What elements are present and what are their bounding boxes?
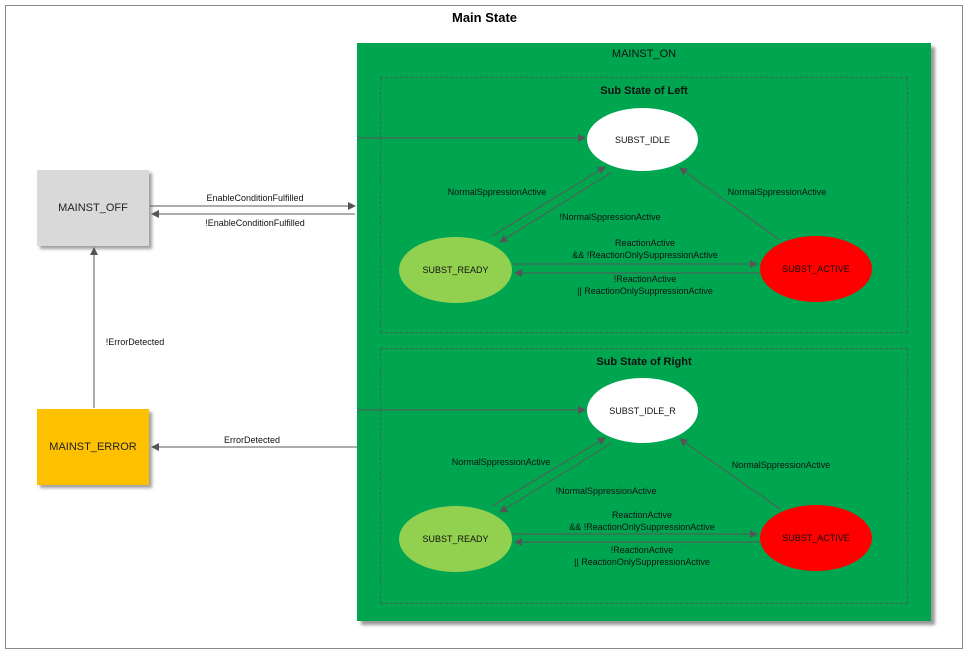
- right-region-title: Sub State of Right: [596, 356, 692, 368]
- arrow-right-active-to-idle: [679, 438, 781, 510]
- arrow-right-ready-to-idle: [491, 437, 606, 507]
- left-label-active-to-ready-1: !ReactionActive: [613, 274, 677, 284]
- right-label-ready-to-active-2: && !ReactionOnlySuppressionActive: [569, 522, 715, 532]
- diagram-title: Main State: [451, 10, 517, 25]
- right-label-idle-to-ready: !NormalSppressionActive: [555, 486, 657, 496]
- left-label-ready-to-active-1: ReactionActive: [614, 238, 676, 248]
- right-label-ready-to-active-1: ReactionActive: [611, 510, 673, 520]
- right-substate-region: Sub State of Right: [380, 348, 908, 604]
- left-ready-label: SUBST_READY: [422, 265, 489, 275]
- right-ready-label: SUBST_READY: [422, 534, 489, 544]
- left-active-label: SUBST_ACTIVE: [782, 264, 850, 274]
- left-ready-state: SUBST_READY: [399, 237, 512, 303]
- mainst-error-state: MAINST_ERROR: [37, 409, 149, 485]
- right-idle-state: SUBST_IDLE_R: [587, 378, 698, 443]
- arrow-left-active-to-idle: [679, 167, 781, 241]
- arrow-right-idle-to-ready: [499, 442, 613, 513]
- mainst-error-label: MAINST_ERROR: [49, 441, 137, 453]
- left-label-ready-to-active-2: && !ReactionOnlySuppressionActive: [572, 250, 718, 260]
- left-idle-state: SUBST_IDLE: [587, 108, 698, 171]
- left-active-state: SUBST_ACTIVE: [760, 236, 872, 302]
- label-off-to-on: EnableConditionFulfilled: [206, 193, 304, 203]
- right-idle-label: SUBST_IDLE_R: [609, 405, 676, 416]
- label-error-to-off: !ErrorDetected: [105, 337, 165, 347]
- main-on-label: MAINST_ON: [611, 48, 677, 60]
- left-idle-label: SUBST_IDLE: [614, 134, 671, 145]
- left-region-title: Sub State of Left: [600, 85, 688, 97]
- diagram-frame: [5, 5, 963, 649]
- right-active-label: SUBST_ACTIVE: [782, 533, 850, 543]
- right-label-active-to-ready-2: || ReactionOnlySuppressionActive: [574, 557, 710, 567]
- left-label-idle-to-ready: !NormalSppressionActive: [559, 212, 661, 222]
- label-on-to-off: !EnableConditionFulfilled: [205, 218, 305, 228]
- mainst-off-state: MAINST_OFF: [37, 170, 149, 246]
- arrow-left-ready-to-idle: [491, 166, 606, 237]
- left-substate-region: Sub State of Left: [380, 77, 908, 333]
- right-active-state: SUBST_ACTIVE: [760, 505, 872, 571]
- left-label-active-to-ready-2: || ReactionOnlySuppressionActive: [577, 286, 713, 296]
- left-label-ready-to-idle: NormalSppressionActive: [447, 187, 547, 197]
- label-on-to-error: ErrorDetected: [223, 435, 281, 445]
- right-label-active-to-idle: NormalSppressionActive: [731, 460, 831, 470]
- right-ready-state: SUBST_READY: [399, 506, 512, 572]
- left-label-active-to-idle: NormalSppressionActive: [727, 187, 827, 197]
- arrow-left-idle-to-ready: [499, 171, 613, 243]
- right-label-active-to-ready-1: !ReactionActive: [610, 545, 674, 555]
- right-label-ready-to-idle: NormalSppressionActive: [451, 457, 551, 467]
- mainst-off-label: MAINST_OFF: [58, 202, 128, 214]
